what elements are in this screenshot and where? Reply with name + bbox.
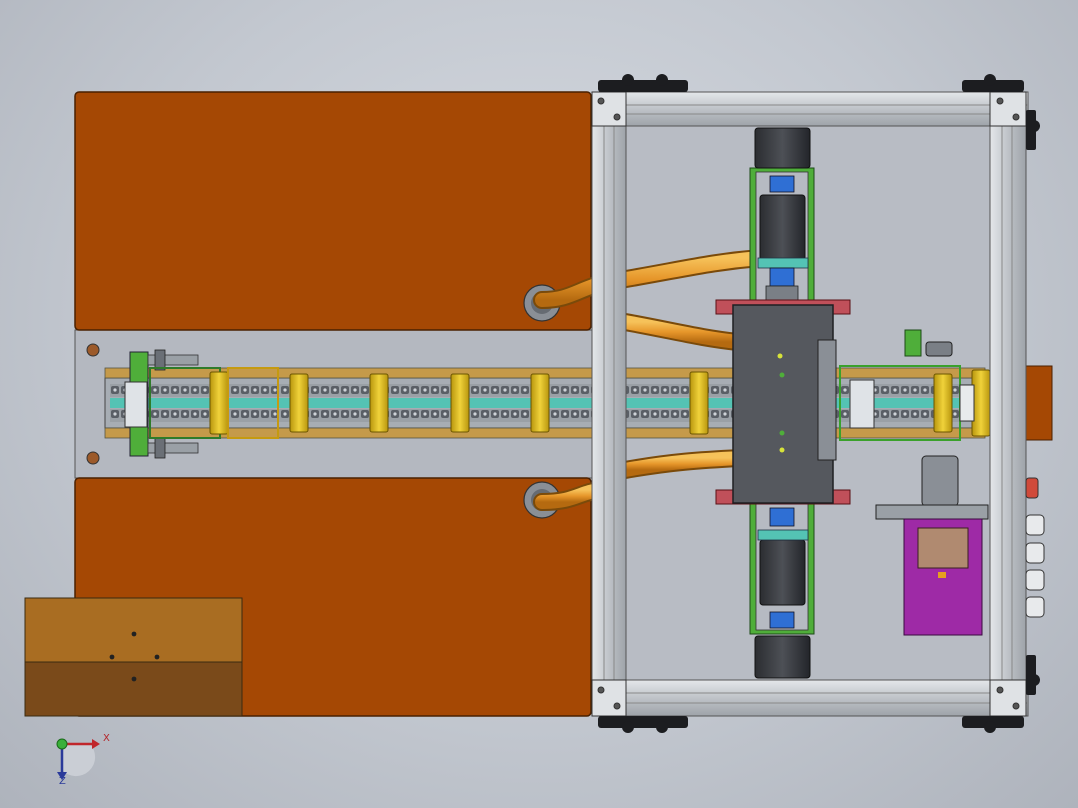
control-box [24,597,243,717]
right-end-carriage [839,365,975,441]
bottom-motor-assembly [749,499,815,679]
rail-clamps [209,367,991,439]
orientation-triad[interactable] [56,738,100,780]
upper-orange-panel [74,91,592,331]
aluminum-frame [591,91,1029,717]
central-cylinder-block [715,299,851,505]
triad-x-label: X [103,733,110,744]
caster-feet [598,74,1040,733]
side-connectors [1025,477,1045,618]
top-motor-assembly [749,127,815,305]
gear-motor [875,329,989,636]
left-end-carriage [124,349,221,459]
frame-corner-brackets [591,91,1027,717]
triad-z-label: Z [59,776,66,787]
